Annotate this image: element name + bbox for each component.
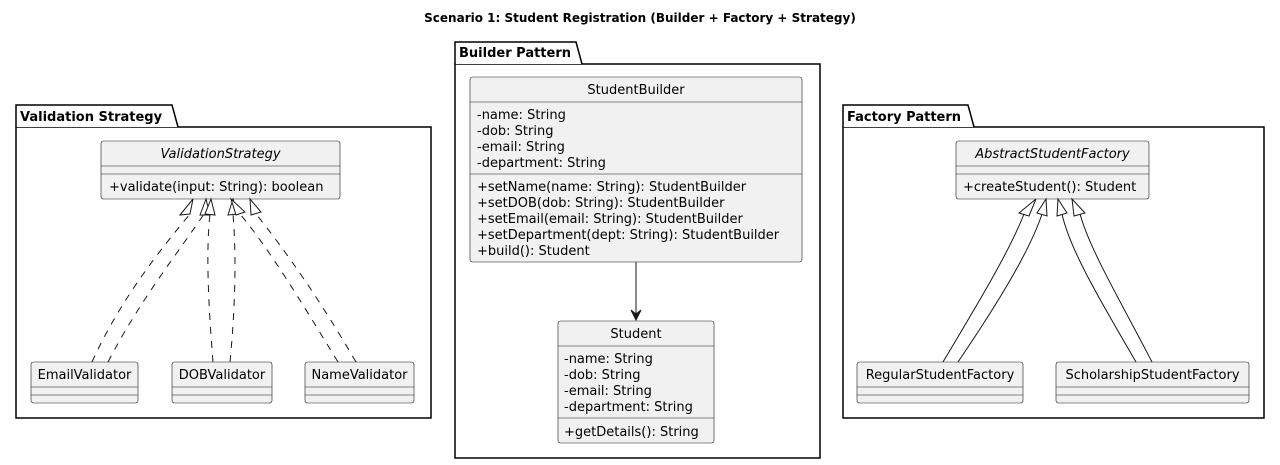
- package-tab: [842, 104, 975, 128]
- attribute: -department: String: [564, 400, 693, 415]
- class-name-validator[interactable]: NameValidator: [304, 361, 415, 404]
- class-email-validator[interactable]: EmailValidator: [30, 361, 139, 404]
- package-label-builder: Builder Pattern: [459, 46, 571, 61]
- realization-edges-validation: [91, 197, 357, 363]
- arrow-head-icon: [630, 309, 642, 322]
- class-validation-strategy[interactable]: ValidationStrategy +validate(input: Stri…: [100, 140, 341, 200]
- edge-email-to-strategy-a: [91, 213, 191, 363]
- class-regular-student-factory[interactable]: RegularStudentFactory: [856, 361, 1024, 404]
- triangle-arrowhead-icon: [178, 198, 194, 216]
- triangle-arrowhead-icon: [204, 197, 216, 216]
- triangle-arrowhead-icon: [1036, 197, 1048, 217]
- edge-scholarship-to-abstract-a: [1061, 213, 1137, 363]
- package-label-factory: Factory Pattern: [847, 110, 961, 125]
- edge-dob-to-strategy-a: [207, 213, 214, 363]
- edge-dob-to-strategy-b: [229, 213, 236, 363]
- attribute: -email: String: [564, 384, 652, 399]
- diagram-title: Scenario 1: Student Registration (Builde…: [424, 11, 856, 25]
- generalization-edges-factory: [942, 197, 1153, 363]
- class-dob-validator[interactable]: DOBValidator: [171, 361, 273, 404]
- class-name: EmailValidator: [38, 368, 132, 383]
- class-student[interactable]: Student -name: String -dob: String -emai…: [557, 320, 715, 444]
- edge-name-to-strategy-b: [255, 213, 357, 363]
- association-builder-to-student: [630, 262, 642, 322]
- method: +setEmail(email: String): StudentBuilder: [477, 212, 743, 227]
- method: +setName(name: String): StudentBuilder: [477, 180, 747, 195]
- package-tab: [454, 41, 583, 65]
- class-name: AbstractStudentFactory: [974, 147, 1130, 162]
- edge-name-to-strategy-a: [239, 213, 339, 363]
- attribute: -name: String: [564, 352, 653, 367]
- class-name: RegularStudentFactory: [866, 368, 1015, 383]
- method: +setDepartment(dept: String): StudentBui…: [477, 228, 780, 243]
- edge-regular-to-abstract-a: [942, 213, 1025, 363]
- triangle-arrowhead-icon: [229, 197, 246, 216]
- class-name: ValidationStrategy: [160, 147, 280, 162]
- attribute: -email: String: [477, 140, 565, 155]
- edge-scholarship-to-abstract-b: [1079, 213, 1153, 363]
- method: +validate(input: String): boolean: [109, 180, 323, 195]
- triangle-arrowhead-icon: [249, 197, 262, 216]
- method: +getDetails(): String: [564, 425, 699, 440]
- edge-regular-to-abstract-b: [957, 213, 1043, 363]
- package-tab: [15, 104, 179, 128]
- package-label-validation: Validation Strategy: [20, 110, 163, 125]
- attribute: -name: String: [477, 108, 566, 123]
- method: +build(): Student: [477, 244, 590, 259]
- class-abstract-student-factory[interactable]: AbstractStudentFactory +createStudent():…: [955, 140, 1150, 200]
- class-name: DOBValidator: [179, 368, 266, 383]
- class-name: StudentBuilder: [587, 83, 685, 98]
- triangle-arrowhead-icon: [1071, 197, 1086, 217]
- method: +createStudent(): Student: [963, 180, 1136, 195]
- class-name: ScholarshipStudentFactory: [1065, 368, 1239, 383]
- triangle-arrowhead-icon: [1056, 197, 1068, 217]
- triangle-arrowhead-icon: [1017, 198, 1037, 217]
- method: +setDOB(dob: String): StudentBuilder: [477, 196, 725, 211]
- edge-email-to-strategy-b: [107, 213, 205, 363]
- attribute: -dob: String: [564, 368, 640, 383]
- class-student-builder[interactable]: StudentBuilder -name: String -dob: Strin…: [469, 76, 803, 263]
- class-scholarship-student-factory[interactable]: ScholarshipStudentFactory: [1055, 361, 1250, 404]
- class-name: NameValidator: [311, 368, 408, 383]
- attribute: -department: String: [477, 156, 606, 171]
- attribute: -dob: String: [477, 124, 553, 139]
- class-name: Student: [610, 327, 661, 342]
